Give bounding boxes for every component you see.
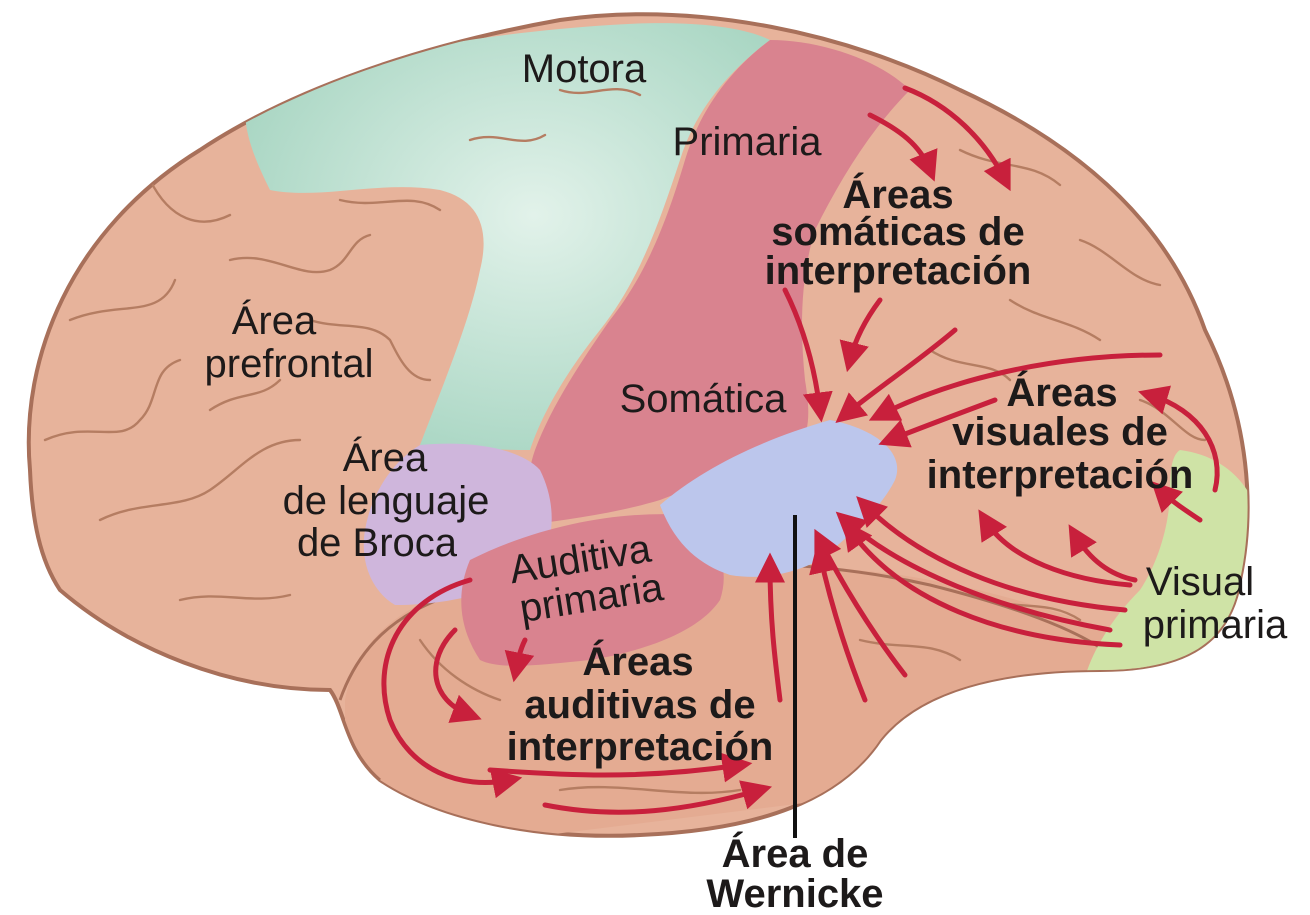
arrow	[978, 509, 1133, 588]
label-visual-primary: Visual primaria	[1143, 560, 1288, 647]
auditory-area	[461, 514, 724, 666]
arrow	[381, 577, 523, 799]
arrow	[839, 297, 883, 373]
arrow	[835, 327, 958, 424]
arrow	[809, 542, 868, 703]
svg-text:interpretación: interpretación	[507, 725, 774, 769]
svg-text:Áreas: Áreas	[582, 639, 693, 684]
svg-text:Wernicke: Wernicke	[706, 872, 883, 915]
label-motor: Motora	[522, 47, 647, 91]
svg-text:auditivas de: auditivas de	[524, 683, 755, 727]
label-somatic: Somática	[620, 377, 787, 421]
label-primary: Primaria	[673, 120, 823, 164]
svg-text:Área de: Área de	[722, 831, 869, 876]
svg-text:primaria: primaria	[1143, 603, 1288, 647]
arrow	[542, 780, 773, 815]
motor-area	[245, 23, 770, 450]
arrow	[1151, 481, 1203, 523]
arrow	[902, 85, 1011, 192]
somatic-area	[527, 40, 910, 525]
label-somatic-interpretation: Áreas somáticas de interpretación	[765, 172, 1032, 293]
arrow	[878, 397, 998, 448]
label-broca: Área de lenguaje de Broca	[283, 435, 490, 565]
arrow	[868, 352, 1163, 421]
svg-text:de Broca: de Broca	[297, 521, 458, 565]
svg-text:prefrontal: prefrontal	[205, 342, 374, 386]
svg-text:Áreas: Áreas	[842, 172, 953, 217]
svg-text:interpretación: interpretación	[765, 249, 1032, 293]
association-arrows	[381, 85, 1220, 815]
arrow	[867, 112, 938, 182]
arrow	[1068, 524, 1138, 583]
svg-text:Áreas: Áreas	[1006, 370, 1117, 415]
arrow	[856, 496, 1128, 613]
arrow	[842, 519, 1123, 648]
arrow	[1138, 385, 1220, 493]
label-wernicke: Área de Wernicke	[706, 831, 883, 915]
svg-text:Visual: Visual	[1146, 560, 1254, 604]
gyri	[43, 87, 1207, 795]
svg-text:de lenguaje: de lenguaje	[283, 479, 490, 523]
label-visual-interpretation: Áreas visuales de interpretación	[927, 370, 1194, 497]
arrow	[504, 637, 535, 683]
svg-text:visuales de: visuales de	[952, 410, 1168, 454]
svg-text:somáticas de: somáticas de	[771, 210, 1024, 254]
arrow	[487, 752, 753, 783]
svg-text:Área: Área	[343, 435, 428, 480]
arrow	[755, 552, 786, 703]
label-prefrontal: Área prefrontal	[205, 298, 374, 386]
svg-text:interpretación: interpretación	[927, 453, 1194, 497]
svg-text:Área: Área	[232, 298, 317, 343]
arrow	[433, 627, 482, 723]
arrow	[782, 287, 833, 423]
label-auditory-interpretation: Áreas auditivas de interpretación	[507, 639, 774, 769]
